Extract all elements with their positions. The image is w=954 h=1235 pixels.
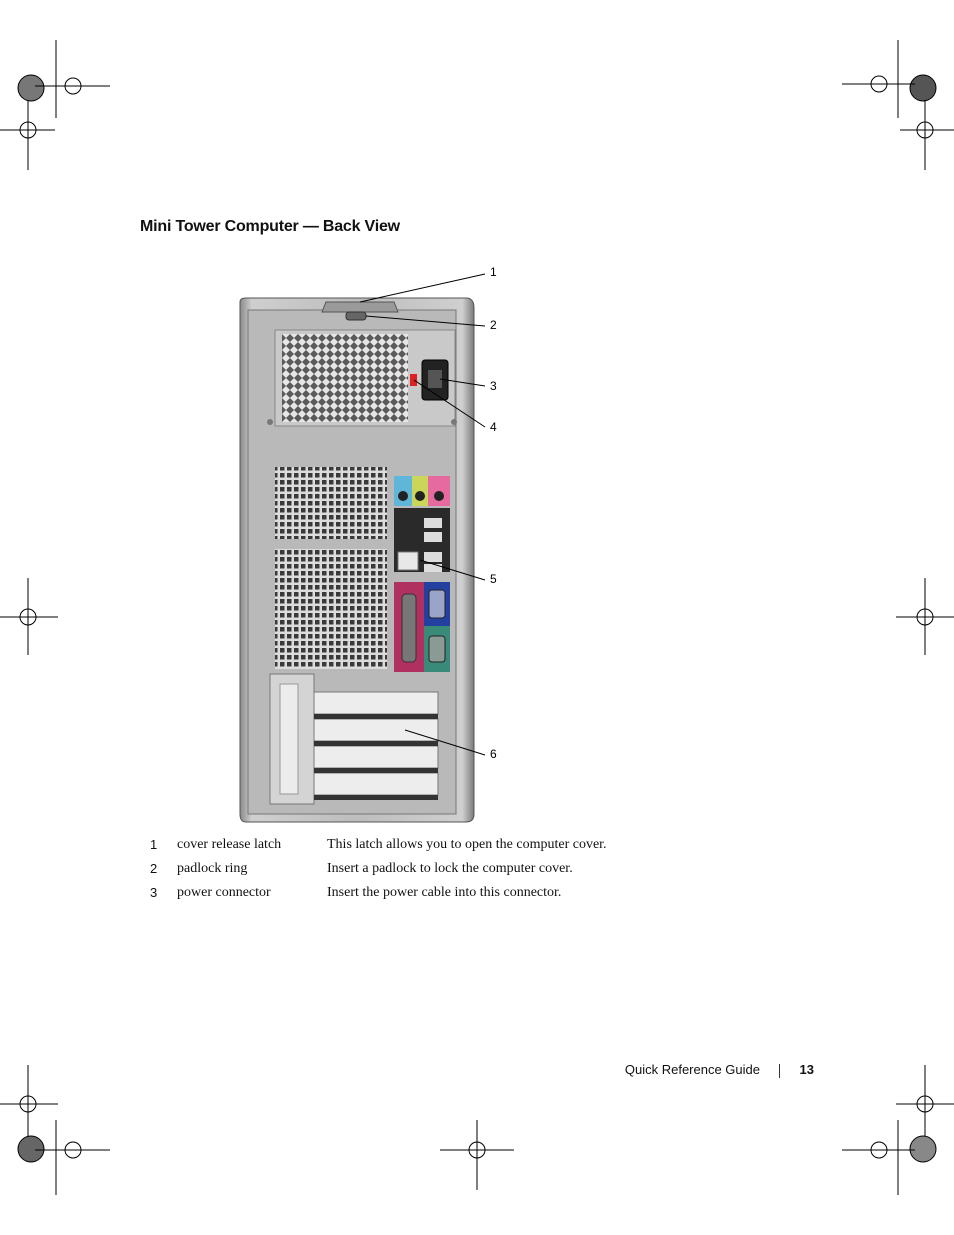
callout-1: 1 (490, 265, 497, 279)
usb-connector[interactable] (424, 532, 442, 542)
legend-name: power connector (177, 885, 271, 900)
psu-fan-grill (282, 334, 408, 422)
callout-3: 3 (490, 379, 497, 393)
parallel-connector[interactable] (401, 593, 417, 663)
legend-number: 3 (150, 885, 158, 900)
card-slot[interactable] (313, 718, 439, 742)
callout-2: 2 (490, 318, 497, 332)
legend-description: This latch allows you to open the comput… (327, 837, 607, 852)
footer-guide-title: Quick Reference Guide (624, 1062, 760, 1077)
line-out-connector[interactable] (415, 491, 425, 501)
video-connector[interactable] (428, 589, 446, 619)
legend-row: 2 padlock ring Insert a padlock to lock … (150, 861, 650, 885)
network-adapter-connector[interactable] (397, 551, 419, 571)
callout-6: 6 (490, 747, 497, 761)
card-slot[interactable] (313, 772, 439, 796)
footer-separator (779, 1064, 780, 1078)
callout-5: 5 (490, 572, 497, 586)
page-number: 13 (799, 1062, 814, 1077)
legend-description: Insert a padlock to lock the computer co… (327, 861, 573, 876)
line-in-connector[interactable] (398, 491, 408, 501)
usb-connector[interactable] (424, 518, 442, 528)
legend-row: 1 cover release latch This latch allows … (150, 837, 650, 861)
legend-row: 3 power connector Insert the power cable… (150, 885, 650, 909)
legend-table: 1 cover release latch This latch allows … (150, 837, 650, 909)
voltage-selection-switch[interactable] (410, 374, 417, 386)
vent-grill-upper (275, 467, 387, 539)
callout-4: 4 (490, 420, 497, 434)
legend-number: 1 (150, 837, 158, 852)
cover-release-latch[interactable] (321, 301, 399, 313)
legend-number: 2 (150, 861, 158, 876)
legend-name: padlock ring (177, 861, 248, 876)
padlock-ring[interactable] (345, 311, 367, 321)
vent-grill-lower (275, 549, 387, 669)
microphone-connector[interactable] (434, 491, 444, 501)
legend-name: cover release latch (177, 837, 282, 852)
serial-connector[interactable] (428, 635, 446, 663)
card-slot[interactable] (313, 691, 439, 715)
page-footer: Quick Reference Guide 13 (560, 1062, 820, 1082)
usb-connector[interactable] (424, 552, 442, 562)
section-title: Mini Tower Computer — Back View (140, 218, 400, 235)
usb-connector[interactable] (424, 564, 442, 572)
card-slot[interactable] (313, 745, 439, 769)
computer-back-view-illustration: 1 2 3 4 5 6 (239, 265, 497, 823)
legend-description: Insert the power cable into this connect… (327, 885, 562, 900)
